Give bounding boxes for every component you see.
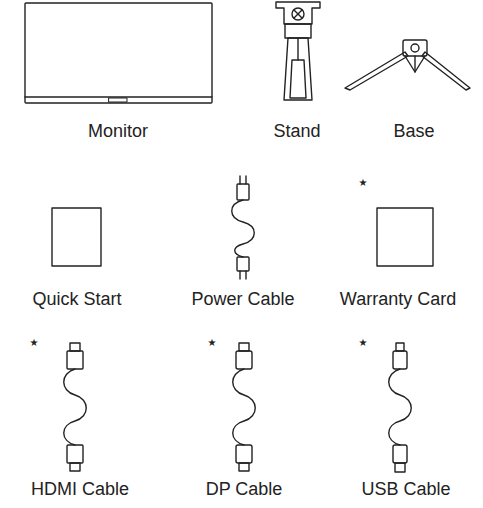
usb-cable-drawing: [389, 343, 412, 472]
warranty-card-sheet: [377, 208, 433, 266]
part-name: Stand: [273, 122, 320, 142]
optional-mark: ★: [359, 177, 368, 188]
part-name: USB Cable: [361, 480, 450, 500]
power-cable-drawing: [232, 176, 255, 279]
part-name: DP Cable: [206, 480, 283, 500]
stand-drawing: [276, 2, 320, 100]
part-name: Warranty Card: [340, 290, 456, 310]
optional-mark: ★: [359, 337, 368, 348]
part-name: Power Cable: [191, 290, 294, 310]
hdmi-cable-drawing: [64, 343, 87, 471]
part-name: Base: [393, 122, 434, 142]
part-name: HDMI Cable: [31, 480, 129, 500]
part-name: Monitor: [88, 122, 148, 142]
quick-start-sheet: [52, 208, 101, 266]
optional-mark: ★: [30, 337, 39, 348]
monitor-drawing: [25, 3, 212, 103]
optional-mark: ★: [208, 337, 217, 348]
part-name: Quick Start: [32, 290, 121, 310]
dp-cable-drawing: [233, 343, 256, 471]
base-drawing: [345, 40, 470, 90]
